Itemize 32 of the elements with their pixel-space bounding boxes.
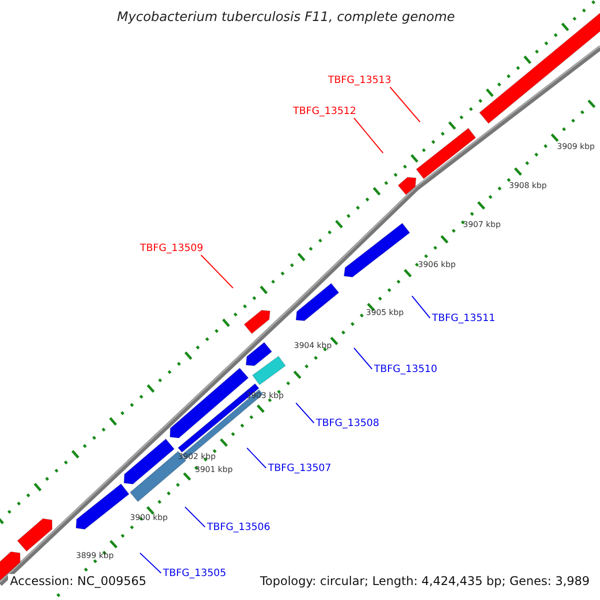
gene-label: TBFG_13507 — [268, 464, 332, 474]
scale-label: 3904 kbp — [294, 342, 332, 350]
accession-text: Accession: NC_009565 — [8, 574, 148, 588]
scale-label: 3909 kbp — [557, 143, 595, 151]
scale-label: 3900 kbp — [130, 514, 168, 522]
leader-line — [200, 254, 234, 288]
scale-label: 3907 kbp — [463, 221, 501, 229]
gene-label: TBFG_13509 — [140, 244, 204, 254]
leader-line — [354, 118, 384, 154]
leader-line — [296, 402, 314, 424]
scale-label: 3901 kbp — [195, 466, 233, 474]
leader-line — [184, 506, 206, 528]
scale-label: 3906 kbp — [418, 261, 456, 269]
gene-label: TBFG_13513 — [328, 76, 392, 86]
gene-label: TBFG_13511 — [432, 314, 496, 324]
leader-line — [412, 296, 430, 318]
gene-label: TBFG_13505 — [163, 569, 226, 579]
gene-label: TBFG_13506 — [207, 523, 270, 533]
scale-label: 3908 kbp — [509, 182, 547, 190]
scale-label: 3905 kbp — [366, 309, 404, 317]
gene-label: TBFG_13508 — [316, 419, 380, 429]
scale-label: 3899 kbp — [76, 552, 114, 560]
title: Mycobacterium tuberculosis F11, complete genome — [116, 11, 456, 24]
genome-summary-text: Topology: circular; Length: 4,424,435 bp; Genes: 3,989 — [258, 574, 592, 588]
scale-label: 3903 kbp — [246, 392, 284, 400]
leader-line — [354, 348, 372, 370]
leader-line — [246, 448, 266, 468]
gene-label: TBFG_13510 — [374, 365, 438, 375]
gene-label: TBFG_13512 — [293, 107, 356, 117]
leader-line — [140, 552, 162, 574]
scale-label: 3902 kbp — [178, 453, 216, 461]
leader-line — [390, 86, 420, 122]
